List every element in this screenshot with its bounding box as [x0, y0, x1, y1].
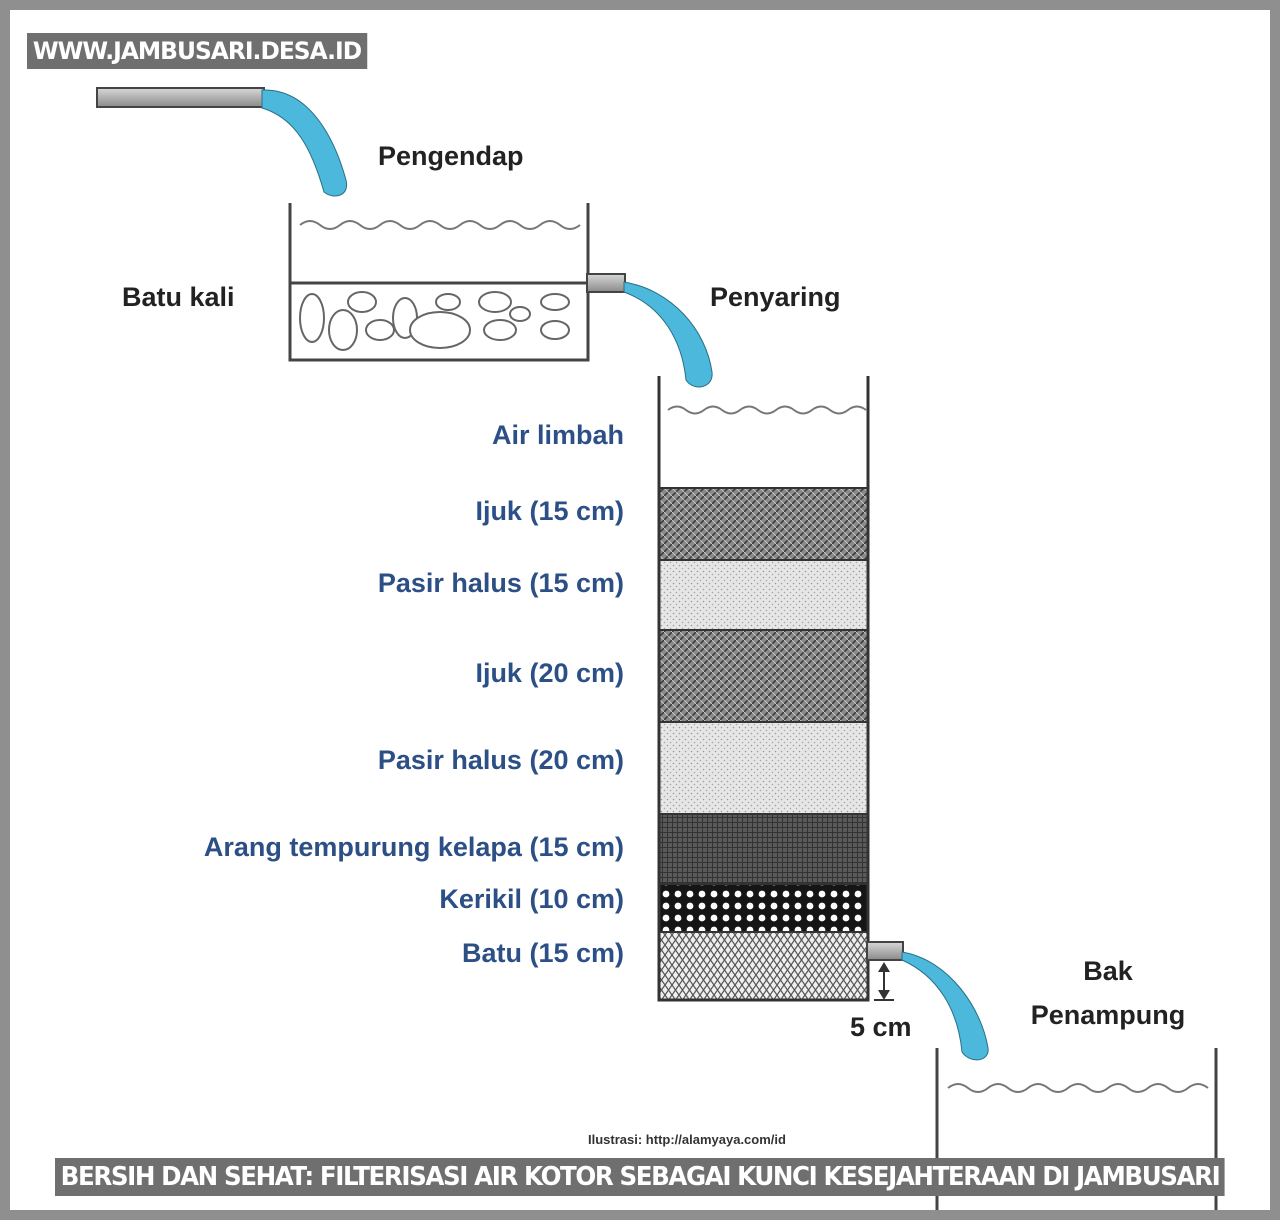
outlet-gap-label: 5 cm	[850, 1012, 912, 1042]
river-stone-label: Batu kali	[122, 282, 235, 312]
illustration-credit: Ilustrasi: http://alamyaya.com/id	[588, 1132, 786, 1147]
site-watermark: WWW.JAMBUSARI.DESA.ID	[27, 33, 367, 69]
gap-dimension-arrow	[874, 962, 894, 1001]
filter-column	[657, 376, 870, 1002]
filter-layer-sand	[658, 721, 869, 815]
filter-layer-label: Ijuk (20 cm)	[475, 658, 624, 688]
filter-layer-water	[659, 400, 868, 488]
filter-layer-gravel	[658, 883, 869, 933]
filter-layer-label: Pasir halus (20 cm)	[378, 745, 624, 775]
settling-tank	[288, 203, 590, 362]
filter-layer-label: Batu (15 cm)	[462, 938, 624, 968]
reservoir-label-line2: Penampung	[1031, 1000, 1186, 1030]
filter-layer-label: Pasir halus (15 cm)	[378, 568, 624, 598]
reservoir-label-line1: Bak	[1083, 956, 1134, 986]
reservoir-water-surface	[947, 1083, 1209, 1093]
inlet-pipe	[96, 87, 265, 108]
filter-water-surface	[667, 405, 867, 415]
filter-label: Penyaring	[710, 282, 841, 312]
filter-layer-label: Arang tempurung kelapa (15 cm)	[204, 832, 624, 862]
filter-water-stream	[901, 951, 989, 1061]
river-stones	[299, 291, 570, 351]
filter-outlet-pipe	[866, 941, 904, 961]
filter-layer-label: Kerikil (10 cm)	[439, 884, 624, 914]
filter-layer-ijuk	[658, 629, 869, 723]
settler-outlet-pipe	[586, 273, 626, 293]
filter-layer-label: Air limbah	[492, 420, 624, 450]
filter-layer-sand	[658, 559, 869, 631]
article-title: BERSIH DAN SEHAT: FILTERISASI AIR KOTOR …	[55, 1158, 1225, 1196]
settler-water-surface	[299, 220, 581, 230]
filter-layer-ijuk	[658, 487, 869, 561]
inlet-water-stream	[261, 89, 348, 197]
filter-layer-label: Ijuk (15 cm)	[475, 496, 624, 526]
settler-label: Pengendap	[378, 141, 524, 171]
filter-column-walls	[657, 376, 870, 1002]
settler-water-stream	[623, 281, 713, 388]
filter-layer-stone	[658, 931, 869, 1001]
filter-layer-charcoal	[658, 813, 869, 885]
